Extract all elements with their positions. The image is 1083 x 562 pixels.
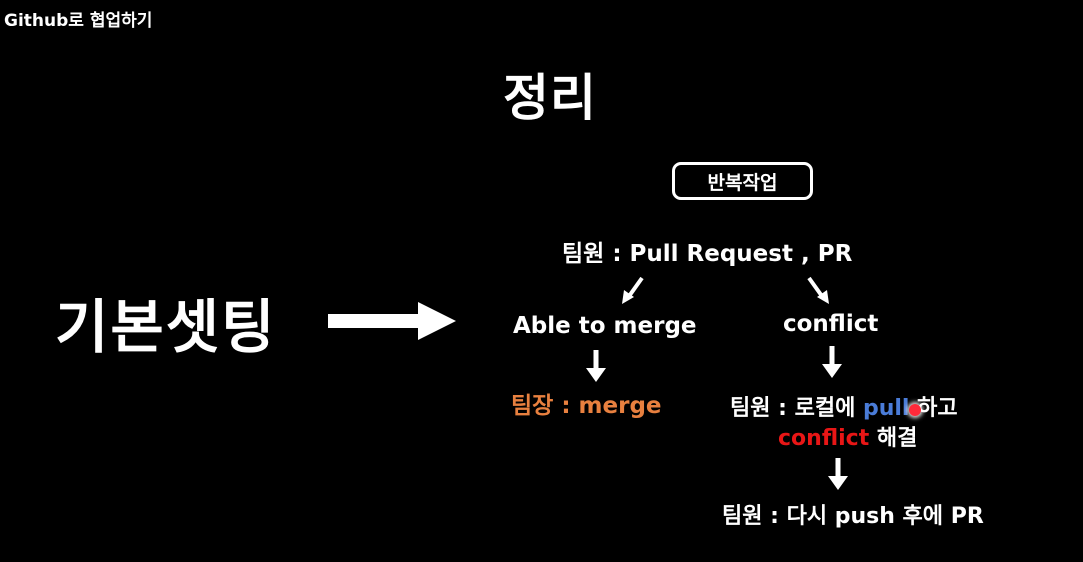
resolve-conflict-step: conflict 해결 xyxy=(778,420,917,452)
arrow-down-icon xyxy=(822,346,842,378)
video-series-title: Github로 협업하기 xyxy=(4,11,153,31)
push-again-step: 팀원 : 다시 push 후에 PR xyxy=(722,504,984,529)
repeat-work-label: 반복작업 xyxy=(707,171,778,194)
pull-keyword: pull xyxy=(862,396,910,421)
slide-title: 정리 xyxy=(503,69,597,127)
arrow-down-left-icon xyxy=(622,276,644,304)
conflict-label: conflict xyxy=(783,311,879,337)
able-to-merge-label: Able to merge xyxy=(513,313,697,339)
arrow-down-icon xyxy=(586,350,606,382)
pointer-cursor-icon xyxy=(909,404,921,416)
right-arrow-icon xyxy=(328,302,456,340)
pull-step-suffix: 하고 xyxy=(909,396,958,421)
arrow-down-icon xyxy=(828,458,848,490)
resolve-suffix: 해결 xyxy=(869,426,918,451)
pull-request-step: 팀원 : Pull Request , PR xyxy=(562,241,853,267)
conflict-keyword: conflict xyxy=(778,426,870,451)
basic-setup-label: 기본셋팅 xyxy=(55,293,277,361)
pull-step-prefix: 팀원 : 로컬에 xyxy=(730,396,863,421)
pull-locally-step: 팀원 : 로컬에 pull 하고 xyxy=(730,390,958,422)
repeat-work-box: 반복작업 xyxy=(672,162,813,200)
arrow-down-right-icon xyxy=(807,276,829,304)
team-leader-merge-step: 팀장 : merge xyxy=(511,393,662,419)
